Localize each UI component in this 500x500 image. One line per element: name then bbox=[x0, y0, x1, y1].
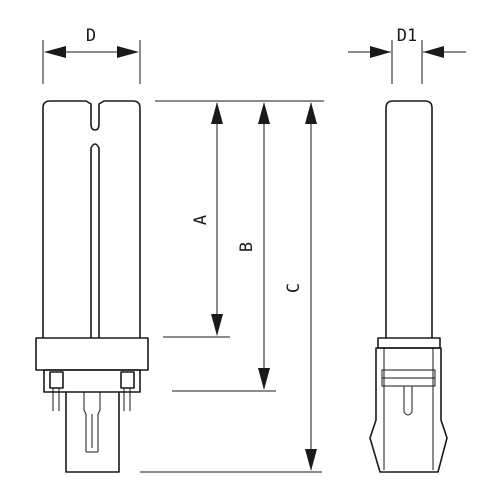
dim-d1-label: D1 bbox=[397, 26, 417, 46]
pin-holder-right bbox=[120, 371, 135, 389]
dim-d1-arrow-left bbox=[370, 46, 391, 58]
dimension-c: C bbox=[284, 102, 317, 471]
lamp-base-body bbox=[43, 369, 141, 393]
dim-c-arrow-bottom bbox=[305, 449, 317, 471]
dim-a-label: A bbox=[191, 215, 211, 225]
dim-b-arrow-bottom bbox=[258, 368, 270, 390]
dim-d1-arrow-right bbox=[423, 46, 444, 58]
dimension-d: D bbox=[42, 26, 141, 84]
side-base-cap bbox=[377, 337, 441, 349]
dim-a-arrow-top bbox=[211, 102, 223, 124]
dim-d-label: D bbox=[86, 26, 96, 46]
side-key bbox=[403, 386, 413, 416]
dimension-b: B bbox=[237, 102, 270, 390]
side-base-body bbox=[369, 347, 448, 473]
dimension-a: A bbox=[191, 102, 223, 336]
dimension-d1: D1 bbox=[348, 26, 466, 84]
dim-c-label: C bbox=[284, 283, 304, 293]
base-center-stem bbox=[65, 391, 120, 473]
lamp-front-view bbox=[35, 100, 149, 473]
dim-b-label: B bbox=[237, 242, 257, 252]
dim-d-arrow-left bbox=[44, 46, 66, 58]
lamp-tube-slot bbox=[90, 143, 100, 339]
dim-c-arrow-top bbox=[305, 102, 317, 124]
side-tube-outline bbox=[385, 100, 433, 339]
dim-d-arrow-right bbox=[117, 46, 139, 58]
height-extension-lines bbox=[140, 100, 324, 473]
dim-b-arrow-top bbox=[258, 102, 270, 124]
lamp-base-cap bbox=[35, 337, 149, 371]
lamp-tube-outline bbox=[42, 100, 141, 339]
base-stem-inner bbox=[83, 392, 101, 453]
dim-a-arrow-bottom bbox=[211, 314, 223, 336]
pin-holder-left bbox=[49, 371, 64, 389]
lamp-side-view bbox=[369, 100, 448, 473]
